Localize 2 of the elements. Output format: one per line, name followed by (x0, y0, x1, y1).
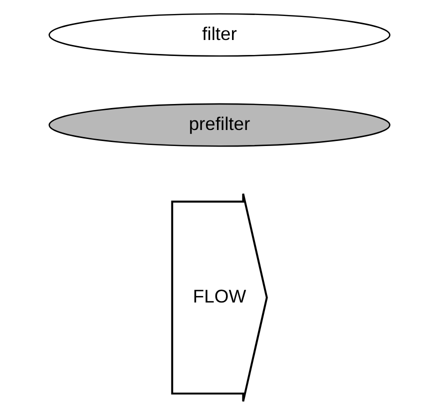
node-ellipse: filter (48, 13, 390, 57)
node-ellipse: prefilter (48, 103, 390, 147)
